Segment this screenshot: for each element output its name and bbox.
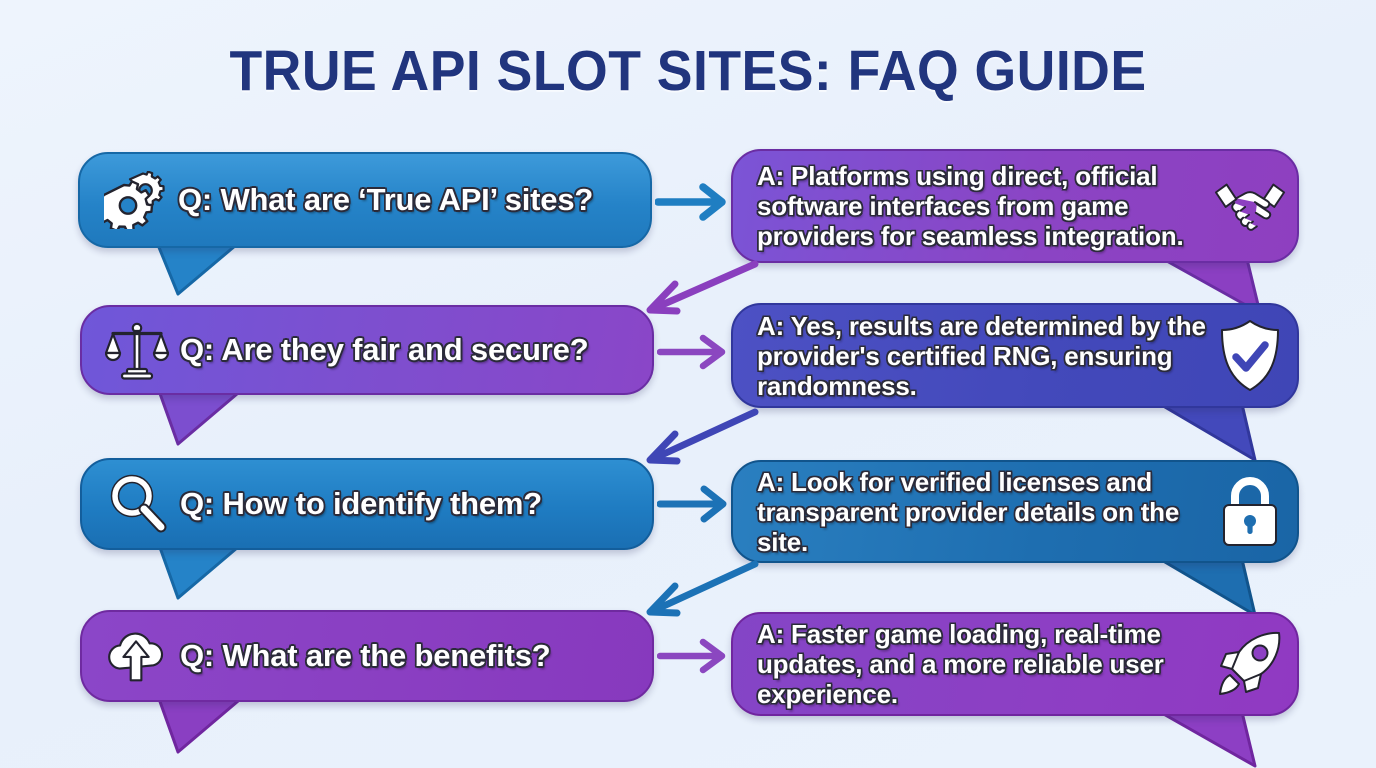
arrow-a3-to-q4 xyxy=(646,560,759,617)
answer-label-2: A: Yes, results are determined by the pr… xyxy=(757,310,1206,401)
question-label-3: Q: How to identify them? xyxy=(180,486,543,521)
question-label-2: Q: Are they fair and secure? xyxy=(180,332,589,367)
bubble-tail-q2 xyxy=(156,386,246,446)
arrow-q3-to-a3 xyxy=(657,485,727,523)
answer-bubble-1[interactable]: A: Platforms using direct, official soft… xyxy=(731,149,1299,263)
question-label-1: Q: What are ‘True API’ sites? xyxy=(178,182,594,217)
arrow-a2-to-q3 xyxy=(646,408,759,465)
answer-label-4: A: Faster game loading, real-time update… xyxy=(757,619,1164,709)
arrow-q2-to-a2 xyxy=(657,334,726,370)
gears-icon xyxy=(102,167,168,233)
rocket-icon xyxy=(1213,627,1287,701)
scales-icon xyxy=(104,317,170,383)
answer-label-1: A: Platforms using direct, official soft… xyxy=(757,161,1184,251)
answer-label-3: A: Look for verified licenses and transp… xyxy=(757,466,1180,557)
arrow-q4-to-a4 xyxy=(657,638,726,674)
shield-check-icon xyxy=(1213,319,1287,393)
question-bubble-2[interactable]: Q: Are they fair and secure? xyxy=(80,305,654,395)
magnifier-icon xyxy=(104,471,170,537)
question-bubble-4[interactable]: Q: What are the benefits? xyxy=(80,610,654,702)
arrow-a1-to-q2 xyxy=(646,260,759,315)
question-bubble-3[interactable]: Q: How to identify them? xyxy=(80,458,654,550)
question-label-4: Q: What are the benefits? xyxy=(180,638,551,673)
bubble-tail-q4 xyxy=(156,694,246,754)
page-title: TRUE API SLOT SITES: FAQ GUIDE xyxy=(229,39,1147,103)
padlock-icon xyxy=(1213,475,1287,549)
answer-bubble-3[interactable]: A: Look for verified licenses and transp… xyxy=(731,460,1299,563)
handshake-icon xyxy=(1213,169,1287,243)
cloud-upload-icon xyxy=(104,623,170,689)
answer-bubble-4[interactable]: A: Faster game loading, real-time update… xyxy=(731,612,1299,716)
arrow-q1-to-a1 xyxy=(655,183,726,221)
answer-bubble-2[interactable]: A: Yes, results are determined by the pr… xyxy=(731,303,1299,408)
question-bubble-1[interactable]: Q: What are ‘True API’ sites? xyxy=(78,152,652,248)
